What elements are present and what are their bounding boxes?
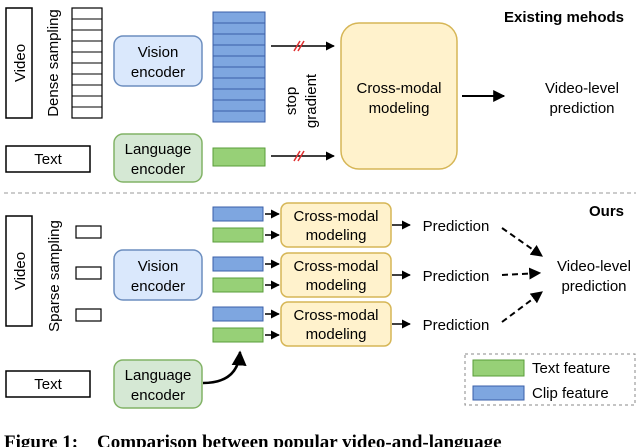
ours-heading: Ours <box>589 203 624 220</box>
sparse-frame-1 <box>75 225 102 239</box>
agg-arrow-1 <box>501 227 543 257</box>
path3-text-feature <box>212 327 264 343</box>
path2-clip-feature <box>212 256 264 272</box>
legend-text-swatch <box>472 359 525 377</box>
legend-clip-swatch <box>472 385 525 401</box>
top-language-encoder-line2: encoder <box>131 161 185 178</box>
bottom-language-encoder-line2: encoder <box>131 387 185 404</box>
top-output-line1: Video-level <box>545 80 619 97</box>
stop-gradient-line2: gradient <box>303 73 320 128</box>
top-vision-encoder <box>113 35 203 87</box>
legend-text-feature: Text feature <box>532 360 610 377</box>
top-vision-encoder-line2: encoder <box>131 64 185 81</box>
top-text-box <box>5 145 91 173</box>
path2-prediction: Prediction <box>423 268 490 285</box>
bottom-output-line2: prediction <box>561 278 626 295</box>
sparse-sampling-label: Sparse sampling <box>46 220 63 332</box>
top-text-label: Text <box>34 151 62 168</box>
top-cross-modal-modeling <box>340 22 458 170</box>
bottom-text-label: Text <box>34 376 62 393</box>
path1-cross-modal-line2: modeling <box>306 227 367 244</box>
top-cross-modal-line2: modeling <box>369 100 430 117</box>
bottom-video-box <box>5 215 33 327</box>
path3-cross-modal-line2: modeling <box>306 326 367 343</box>
bottom-vision-encoder <box>113 249 203 301</box>
bottom-language-encoder <box>113 359 203 409</box>
bottom-language-encoder-line1: Language <box>125 367 192 384</box>
legend-box <box>464 353 636 406</box>
top-text-stop-mark-1 <box>293 150 301 162</box>
bottom-video-label: Video <box>12 252 29 290</box>
top-cross-modal-line1: Cross-modal <box>356 80 441 97</box>
path2-text-feature <box>212 277 264 293</box>
path2-cross-modal-line1: Cross-modal <box>293 258 378 275</box>
path3-prediction: Prediction <box>423 317 490 334</box>
path2-cross-modal-modeling <box>280 252 392 298</box>
figure-caption: Figure 1: Comparison between popular vid… <box>4 432 502 447</box>
top-clip-stop-mark-2 <box>297 40 305 52</box>
agg-arrow-2 <box>501 267 542 280</box>
top-language-encoder-line1: Language <box>125 141 192 158</box>
dense-frame-strip <box>71 7 103 119</box>
path1-clip-feature <box>212 206 264 222</box>
path1-prediction: Prediction <box>423 218 490 235</box>
path1-cross-modal-modeling <box>280 202 392 248</box>
top-clip-feature-stack <box>212 11 266 123</box>
top-output-line2: prediction <box>549 100 614 117</box>
bottom-vision-encoder-line2: encoder <box>131 278 185 295</box>
path3-clip-feature <box>212 306 264 322</box>
sparse-frame-2 <box>75 266 102 280</box>
path3-cross-modal-modeling <box>280 301 392 347</box>
top-video-box <box>5 7 33 119</box>
path1-cross-modal-line1: Cross-modal <box>293 208 378 225</box>
path1-text-feature <box>212 227 264 243</box>
bottom-text-box <box>5 370 91 398</box>
bottom-output-line1: Video-level <box>557 258 631 275</box>
path2-cross-modal-line2: modeling <box>306 277 367 294</box>
stop-gradient-line1: stop <box>283 87 300 115</box>
sparse-frame-3 <box>75 308 102 322</box>
top-clip-stop-mark-1 <box>293 40 301 52</box>
language-to-text-feature-arrow <box>202 350 247 385</box>
bottom-vision-encoder-line1: Vision <box>138 258 179 275</box>
agg-arrow-3 <box>501 291 543 323</box>
top-vision-encoder-line1: Vision <box>138 44 179 61</box>
top-video-label: Video <box>12 44 29 82</box>
path3-cross-modal-line1: Cross-modal <box>293 307 378 324</box>
top-text-feature <box>212 147 266 167</box>
legend-clip-feature: Clip feature <box>532 385 609 402</box>
top-text-stop-mark-2 <box>297 150 305 162</box>
existing-methods-heading: Existing mehods <box>504 9 624 26</box>
dense-sampling-label: Dense sampling <box>45 9 62 117</box>
top-language-encoder <box>113 133 203 183</box>
